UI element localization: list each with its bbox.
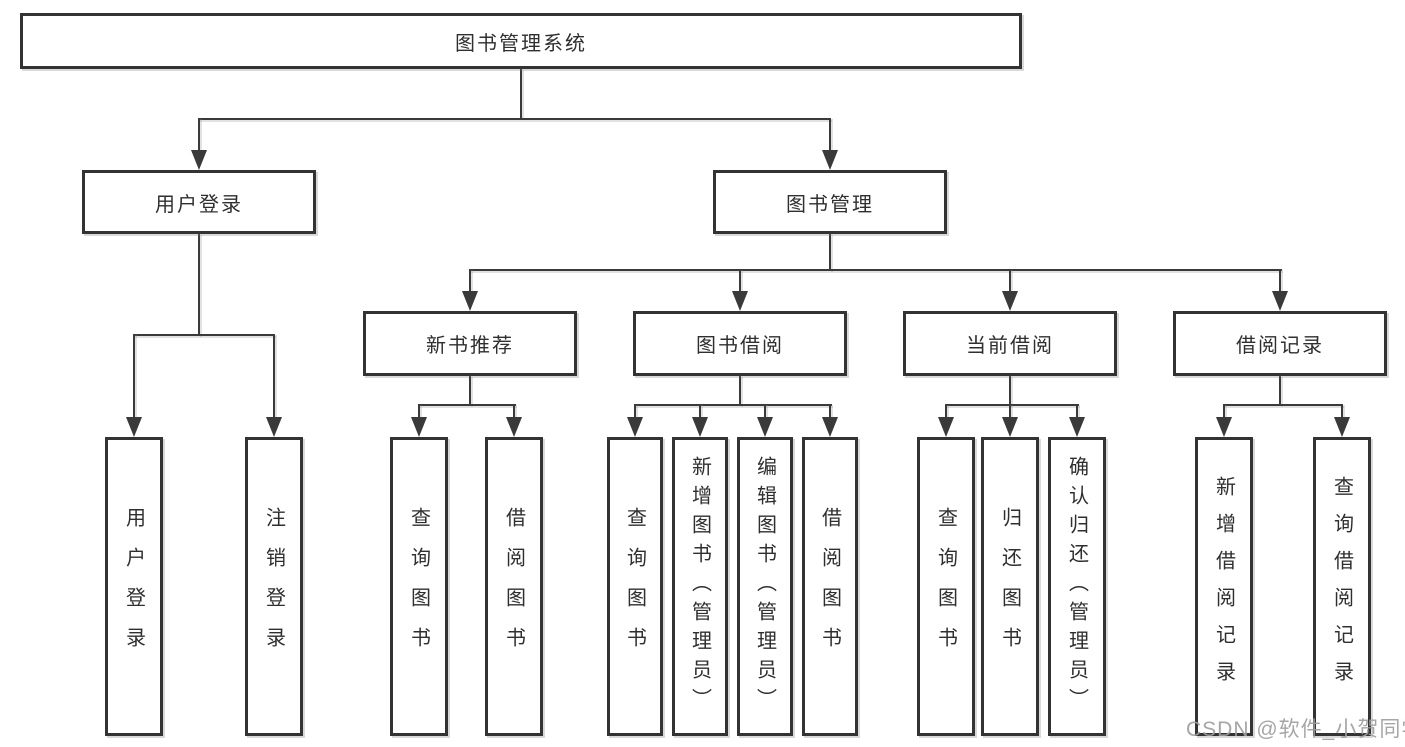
node-book-management: 图书管理 bbox=[713, 170, 947, 234]
node-user-login: 用户登录 bbox=[82, 170, 316, 234]
arrow-down-icon bbox=[822, 417, 838, 437]
node-current-borrow: 当前借阅 bbox=[903, 311, 1117, 376]
connector-leaf-stub bbox=[829, 404, 831, 418]
connector-leaf-stub bbox=[1223, 404, 1225, 418]
connector-borrow-drop bbox=[739, 376, 741, 406]
leaf-user-login-label: 用户登录 bbox=[122, 506, 145, 667]
arrow-down-icon bbox=[1002, 417, 1018, 437]
connector-level2-split bbox=[198, 118, 831, 120]
arrow-down-icon bbox=[1334, 417, 1350, 437]
node-book-borrow-label: 图书借阅 bbox=[696, 335, 784, 357]
leaf-borrow-book-recommend-label: 借阅图书 bbox=[502, 506, 525, 667]
leaf-query-book-current: 查询图书 bbox=[917, 437, 975, 736]
node-new-book-recommend-label: 新书推荐 bbox=[426, 335, 514, 357]
csdn-watermark: CSDN @软件_小贺同学 bbox=[1186, 718, 1405, 741]
connector-leaf-stub bbox=[634, 404, 636, 418]
leaf-edit-book-admin-label: 编辑图书（管理员） bbox=[753, 456, 776, 717]
node-book-borrow: 图书借阅 bbox=[633, 311, 847, 376]
connector-leaf-stub bbox=[945, 404, 947, 418]
node-root: 图书管理系统 bbox=[20, 13, 1022, 69]
leaf-borrow-book-recommend: 借阅图书 bbox=[485, 437, 543, 736]
connector-borrow-split bbox=[634, 404, 832, 406]
node-new-book-recommend: 新书推荐 bbox=[363, 311, 577, 376]
connector-leaf-stub bbox=[1341, 404, 1343, 418]
leaf-add-book-admin: 新增图书（管理员） bbox=[672, 437, 728, 736]
connector-leaf-stub bbox=[1009, 404, 1011, 418]
leaf-return-book: 归还图书 bbox=[981, 437, 1039, 736]
leaf-confirm-return-admin-label: 确认归还（管理员） bbox=[1065, 456, 1088, 717]
connector-root-drop bbox=[520, 69, 522, 119]
connector-recommend-split bbox=[418, 404, 516, 406]
connector-leaf-stub bbox=[699, 404, 701, 418]
connector-records-drop bbox=[1279, 376, 1281, 406]
connector-current-split bbox=[945, 404, 1079, 406]
arrow-down-icon bbox=[1002, 291, 1018, 311]
leaf-query-book-recommend: 查询图书 bbox=[390, 437, 448, 736]
leaf-logout: 注销登录 bbox=[245, 437, 303, 736]
arrow-down-icon bbox=[822, 150, 838, 170]
arrow-down-icon bbox=[266, 417, 282, 437]
connector-leaf-stub bbox=[1279, 269, 1281, 293]
connector-level3-split bbox=[469, 269, 1282, 271]
arrow-down-icon bbox=[411, 417, 427, 437]
leaf-query-book-borrow-label: 查询图书 bbox=[623, 506, 646, 667]
arrow-down-icon bbox=[462, 291, 478, 311]
arrow-down-icon bbox=[506, 417, 522, 437]
leaf-confirm-return-admin: 确认归还（管理员） bbox=[1048, 437, 1106, 736]
leaf-edit-book-admin: 编辑图书（管理员） bbox=[737, 437, 793, 736]
connector-user-login-split bbox=[133, 334, 275, 336]
leaf-query-book-recommend-label: 查询图书 bbox=[407, 506, 430, 667]
node-borrow-records: 借阅记录 bbox=[1173, 311, 1387, 376]
connector-leaf-stub bbox=[739, 269, 741, 293]
arrow-down-icon bbox=[126, 417, 142, 437]
connector-leaf-stub bbox=[469, 269, 471, 293]
connector-leaf-stub bbox=[273, 334, 275, 418]
connector-book-mgmt-stub bbox=[829, 118, 831, 151]
connector-user-login-drop bbox=[198, 234, 200, 336]
connector-book-mgmt-drop bbox=[829, 234, 831, 271]
node-borrow-records-label: 借阅记录 bbox=[1236, 335, 1324, 357]
leaf-query-book-current-label: 查询图书 bbox=[934, 506, 957, 667]
leaf-query-borrow-record: 查询借阅记录 bbox=[1313, 437, 1371, 736]
leaf-logout-label: 注销登录 bbox=[262, 506, 285, 667]
arrow-down-icon bbox=[757, 417, 773, 437]
arrow-down-icon bbox=[692, 417, 708, 437]
arrow-down-icon bbox=[1272, 291, 1288, 311]
arrow-down-icon bbox=[732, 291, 748, 311]
leaf-borrow-book: 借阅图书 bbox=[802, 437, 858, 736]
node-root-label: 图书管理系统 bbox=[455, 32, 587, 55]
connector-leaf-stub bbox=[133, 334, 135, 418]
leaf-user-login: 用户登录 bbox=[105, 437, 163, 736]
leaf-add-borrow-record: 新增借阅记录 bbox=[1195, 437, 1253, 736]
connector-leaf-stub bbox=[513, 404, 515, 418]
connector-leaf-stub bbox=[1076, 404, 1078, 418]
arrow-down-icon bbox=[1216, 417, 1232, 437]
connector-user-login-stub bbox=[198, 118, 200, 151]
connector-leaf-stub bbox=[418, 404, 420, 418]
leaf-return-book-label: 归还图书 bbox=[998, 506, 1021, 667]
connector-leaf-stub bbox=[764, 404, 766, 418]
connector-current-drop bbox=[1009, 376, 1011, 406]
arrow-down-icon bbox=[627, 417, 643, 437]
leaf-add-borrow-record-label: 新增借阅记录 bbox=[1212, 475, 1235, 698]
node-user-login-label: 用户登录 bbox=[155, 193, 243, 216]
leaf-add-book-admin-label: 新增图书（管理员） bbox=[688, 456, 711, 717]
leaf-query-book-borrow: 查询图书 bbox=[607, 437, 663, 736]
leaf-borrow-book-label: 借阅图书 bbox=[818, 506, 841, 667]
arrow-down-icon bbox=[1069, 417, 1085, 437]
node-current-borrow-label: 当前借阅 bbox=[966, 335, 1054, 357]
node-book-management-label: 图书管理 bbox=[786, 193, 874, 216]
leaf-query-borrow-record-label: 查询借阅记录 bbox=[1330, 475, 1353, 698]
connector-records-split bbox=[1223, 404, 1343, 406]
connector-recommend-drop bbox=[469, 376, 471, 406]
arrow-down-icon bbox=[938, 417, 954, 437]
arrow-down-icon bbox=[191, 150, 207, 170]
connector-leaf-stub bbox=[1009, 269, 1011, 293]
